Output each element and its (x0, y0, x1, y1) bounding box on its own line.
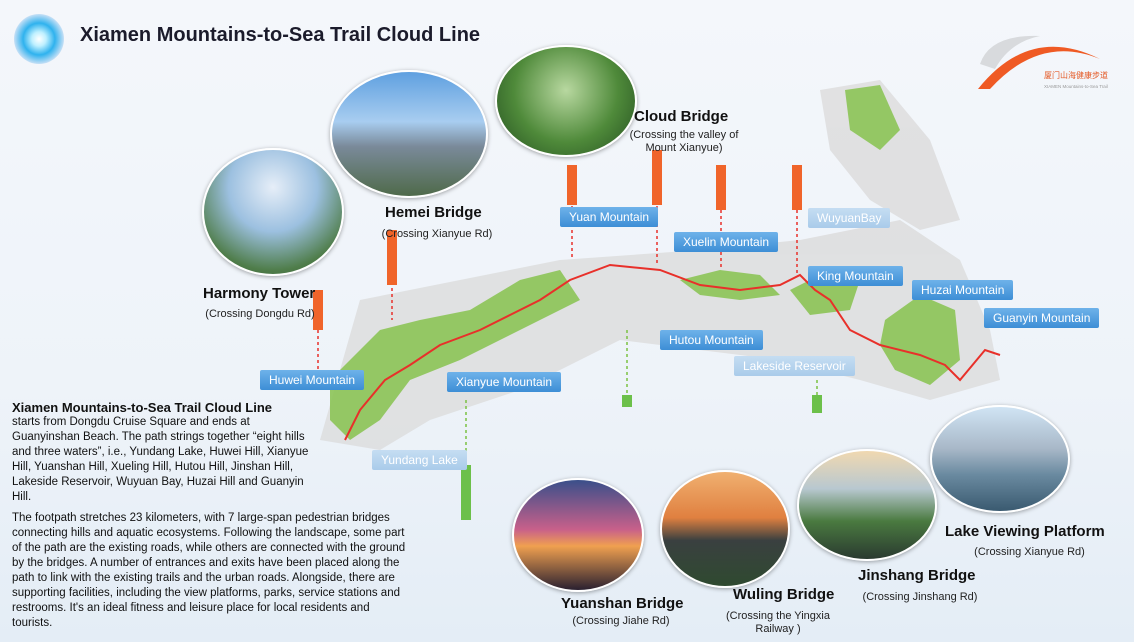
bridge-sub: (Crossing the Yingxia Railway ) (726, 610, 830, 635)
description-heading: Xiamen Mountains-to-Sea Trail Cloud Line (12, 400, 273, 415)
bridge-name: Harmony Tower (203, 285, 316, 302)
bridge-name: Jinshang Bridge (858, 567, 976, 584)
description-p2: The footpath stretches 23 kilometers, wi… (12, 512, 406, 629)
map-label-huwei: Huwei Mountain (260, 370, 365, 390)
bridge-sub: (Crossing Xianyue Rd) (974, 546, 1085, 558)
logo-en-text: XIAMEN Mountains-to-Sea Trail (1044, 84, 1108, 89)
logo-cn-text: 厦门山海健康步道 (1044, 71, 1108, 80)
map-label-wuyuan: WuyuanBay (808, 208, 891, 228)
bridge-sub: (Crossing Jiahe Rd) (572, 615, 670, 627)
harmony-tower-photo (202, 148, 344, 276)
map-label-king: King Mountain (808, 266, 903, 286)
bridge-sub: (Crossing Dongdu Rd) (205, 308, 315, 320)
map-label-huzai: Huzai Mountain (912, 280, 1014, 300)
description-p1: starts from Dongdu Cruise Square and end… (12, 416, 309, 503)
page-title: Xiamen Mountains-to-Sea Trail Cloud Line (80, 24, 481, 46)
trail-route (344, 263, 1001, 441)
bridge-name: Hemei Bridge (385, 204, 482, 221)
title-orb-icon (14, 14, 64, 64)
map-label-lakeside: Lakeside Reservoir (734, 356, 855, 376)
jinshang-bridge-photo (797, 449, 937, 561)
lake-platform-photo (930, 405, 1070, 513)
wuling-bridge-photo (660, 470, 790, 588)
map-label-guanyin: Guanyin Mountain (984, 308, 1100, 328)
bridge-name: Cloud Bridge (634, 108, 729, 125)
trail-logo (978, 35, 1100, 89)
bridge-name: Wuling Bridge (733, 586, 835, 603)
map-label-xuelin: Xuelin Mountain (674, 232, 779, 252)
bridge-sub: (Crossing the valley of Mount Xianyue) (629, 129, 739, 154)
description-intro: Xiamen Mountains-to-Sea Trail Cloud Line… (12, 400, 317, 505)
bridge-sub: (Crossing Xianyue Rd) (381, 228, 493, 240)
yuanshan-bridge-photo (512, 478, 644, 592)
cloud-bridge-photo (495, 45, 637, 157)
map-label-xianyue: Xianyue Mountain (447, 372, 562, 392)
bridge-name: Yuanshan Bridge (561, 595, 684, 612)
description-column: Xiamen Mountains-to-Sea Trail Cloud Line… (12, 400, 412, 631)
bridge-sub: (Crossing Jinshang Rd) (862, 591, 978, 603)
bridge-name: Lake Viewing Platform (945, 523, 1105, 540)
hemei-bridge-photo (330, 70, 488, 198)
map-label-hutou: Hutou Mountain (660, 330, 763, 350)
map-label-yuan: Yuan Mountain (560, 207, 659, 227)
map-label-yundang: Yundang Lake (372, 450, 467, 470)
